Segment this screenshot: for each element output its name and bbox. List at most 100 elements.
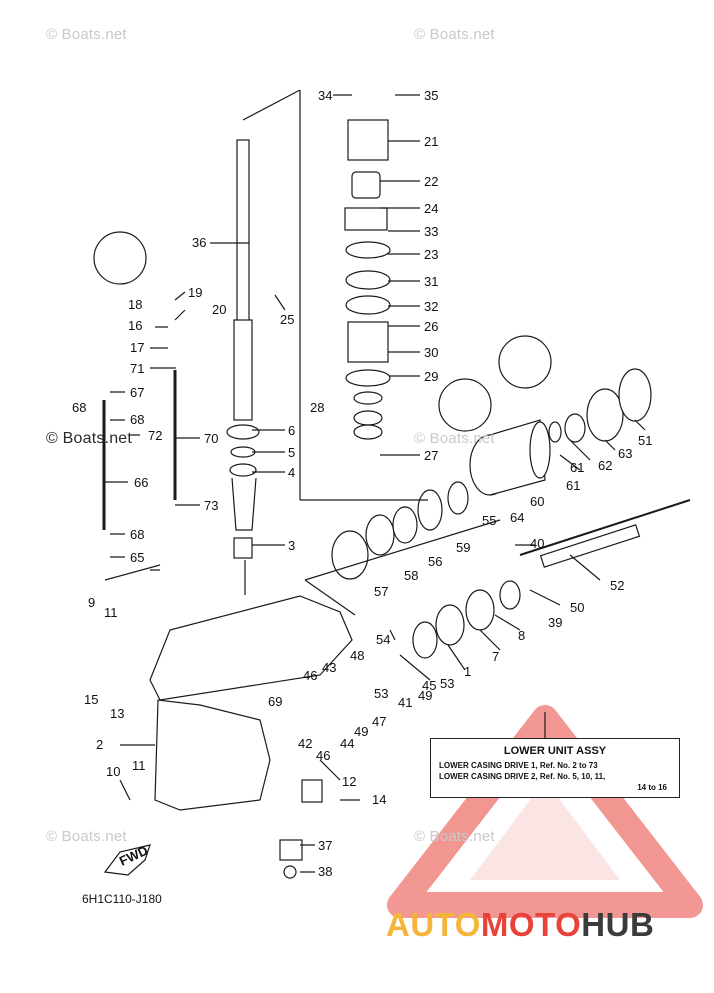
part-number-label: 51 bbox=[638, 433, 652, 448]
part-number-label: 62 bbox=[598, 458, 612, 473]
part-number-label: 31 bbox=[424, 274, 438, 289]
part-number-label: 43 bbox=[322, 660, 336, 675]
part-number-label: 40 bbox=[530, 536, 544, 551]
part-number-label: 22 bbox=[424, 174, 438, 189]
fwd-arrow-icon: FWD bbox=[103, 843, 151, 876]
part-number-label: 70 bbox=[204, 431, 218, 446]
inset-detail-icon bbox=[438, 378, 492, 432]
part-number-label: 37 bbox=[318, 838, 332, 853]
part-number-label: 8 bbox=[518, 628, 525, 643]
watermark: © Boats.net bbox=[414, 828, 495, 845]
part-number-label: 69 bbox=[268, 694, 282, 709]
part-number-label: 42 bbox=[298, 736, 312, 751]
part-number-label: 53 bbox=[440, 676, 454, 691]
part-number-label: 20 bbox=[212, 302, 226, 317]
info-box-line-1: LOWER CASING DRIVE 1, Ref. No. 2 to 73 bbox=[439, 761, 598, 770]
brand-part-2: MOTO bbox=[480, 906, 582, 943]
part-number-label: 49 bbox=[354, 724, 368, 739]
part-number-label: 6 bbox=[288, 423, 295, 438]
part-number-label: 2 bbox=[96, 737, 103, 752]
part-number-label: 48 bbox=[350, 648, 364, 663]
watermark: © Boats.net bbox=[46, 828, 127, 845]
part-number-label: 59 bbox=[456, 540, 470, 555]
part-number-label: 50 bbox=[570, 600, 584, 615]
part-number-label: 55 bbox=[482, 513, 496, 528]
brand-wordmark: AUTOMOTOHUB bbox=[386, 906, 654, 944]
brand-logo-icon bbox=[387, 705, 703, 918]
info-box-line-2: LOWER CASING DRIVE 2, Ref. No. 5, 10, 11… bbox=[439, 772, 606, 781]
info-box-line-3: 14 to 16 bbox=[637, 783, 667, 792]
part-number-label: 68 bbox=[130, 527, 144, 542]
part-number-label: 47 bbox=[372, 714, 386, 729]
part-number-label: 58 bbox=[404, 568, 418, 583]
watermark: © Boats.net bbox=[414, 430, 495, 447]
part-number-label: 23 bbox=[424, 247, 438, 262]
part-number-label: 61 bbox=[566, 478, 580, 493]
part-number-label: 66 bbox=[134, 475, 148, 490]
part-number-label: 52 bbox=[610, 578, 624, 593]
part-number-label: 5 bbox=[288, 445, 295, 460]
part-number-label: 44 bbox=[340, 736, 354, 751]
part-number-label: 63 bbox=[618, 446, 632, 461]
part-number-label: 56 bbox=[428, 554, 442, 569]
part-number-label: 19 bbox=[188, 285, 202, 300]
part-number-label: 68 bbox=[72, 400, 86, 415]
part-number-label: 71 bbox=[130, 361, 144, 376]
part-number-label: 4 bbox=[288, 465, 295, 480]
watermark: © Boats.net bbox=[46, 26, 127, 43]
watermark: © Boats.net bbox=[414, 26, 495, 43]
part-number-label: 25 bbox=[280, 312, 294, 327]
part-number-label: 12 bbox=[342, 774, 356, 789]
part-number-label: 27 bbox=[424, 448, 438, 463]
part-number-label: 29 bbox=[424, 369, 438, 384]
part-number-label: 26 bbox=[424, 319, 438, 334]
part-number-label: 14 bbox=[372, 792, 386, 807]
part-number-label: 60 bbox=[530, 494, 544, 509]
part-number-label: 33 bbox=[424, 224, 438, 239]
info-box-title: LOWER UNIT ASSY bbox=[503, 745, 607, 757]
inset-detail-icon bbox=[498, 335, 552, 389]
inset-detail-icon bbox=[93, 231, 147, 285]
part-number-label: 10 bbox=[106, 764, 120, 779]
part-number-label: 41 bbox=[398, 695, 412, 710]
part-number-label: 39 bbox=[548, 615, 562, 630]
part-number-label: 24 bbox=[424, 201, 438, 216]
part-number-label: 28 bbox=[310, 400, 324, 415]
part-number-label: 7 bbox=[492, 649, 499, 664]
part-number-label: 21 bbox=[424, 134, 438, 149]
part-number-label: 36 bbox=[192, 235, 206, 250]
part-number-label: 57 bbox=[374, 584, 388, 599]
part-number-label: 67 bbox=[130, 385, 144, 400]
part-number-label: 73 bbox=[204, 498, 218, 513]
part-number-label: 3 bbox=[288, 538, 295, 553]
brand-part-3: HUB bbox=[581, 906, 655, 943]
part-number-label: 45 bbox=[422, 678, 436, 693]
part-number-label: 13 bbox=[110, 706, 124, 721]
part-number-label: 30 bbox=[424, 345, 438, 360]
brand-part-1: AUTO bbox=[386, 906, 481, 943]
part-number-label: 32 bbox=[424, 299, 438, 314]
part-number-label: 53 bbox=[374, 686, 388, 701]
part-number-label: 17 bbox=[130, 340, 144, 355]
part-number-label: 68 bbox=[130, 412, 144, 427]
part-number-label: 38 bbox=[318, 864, 332, 879]
part-number-label: 35 bbox=[424, 88, 438, 103]
watermark: © Boats.net bbox=[46, 430, 133, 447]
diagram-code: 6H1C110-J180 bbox=[82, 892, 162, 906]
part-number-label: 54 bbox=[376, 632, 390, 647]
part-number-label: 49 bbox=[418, 688, 432, 703]
part-number-label: 1 bbox=[464, 664, 471, 679]
part-number-label: 61 bbox=[570, 460, 584, 475]
part-number-label: 9 bbox=[88, 595, 95, 610]
part-number-label: 72 bbox=[148, 428, 162, 443]
part-number-label: 64 bbox=[510, 510, 524, 525]
part-number-label: 65 bbox=[130, 550, 144, 565]
part-number-label: 11 bbox=[104, 605, 118, 620]
part-number-label: 34 bbox=[318, 88, 332, 103]
part-number-label: 46 bbox=[303, 668, 317, 683]
part-number-label: 16 bbox=[128, 318, 142, 333]
part-number-label: 46 bbox=[316, 748, 330, 763]
part-number-label: 18 bbox=[128, 297, 142, 312]
